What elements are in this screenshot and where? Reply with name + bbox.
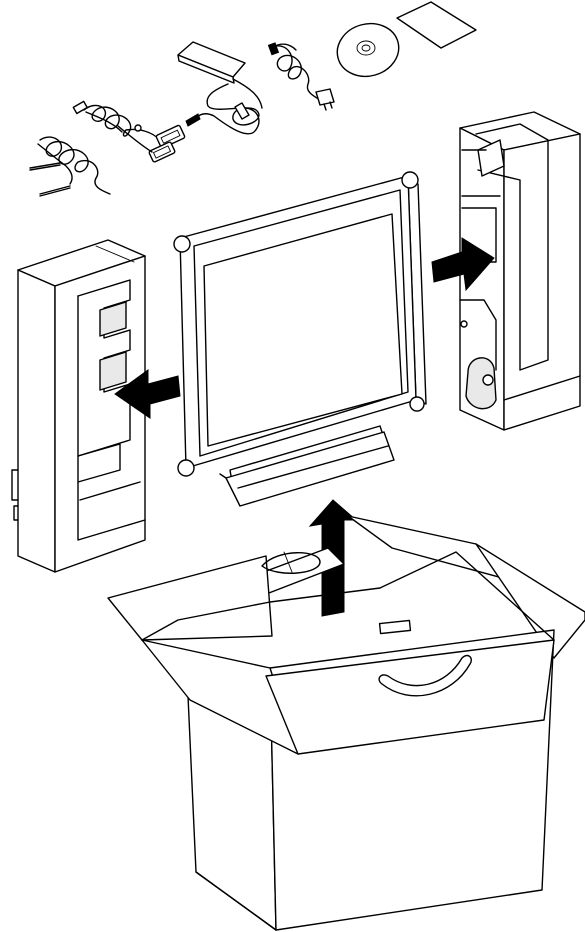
box-icon	[108, 516, 585, 930]
power-adapter-icon	[178, 42, 262, 134]
disc-icon	[331, 17, 404, 83]
manual-sheet-icon	[397, 2, 476, 48]
audio-cable-icon	[30, 137, 110, 196]
vga-cable-icon	[73, 101, 185, 162]
power-cord-icon	[268, 43, 334, 110]
left-foam-insert-icon	[12, 240, 145, 572]
monitor-icon	[174, 172, 426, 506]
